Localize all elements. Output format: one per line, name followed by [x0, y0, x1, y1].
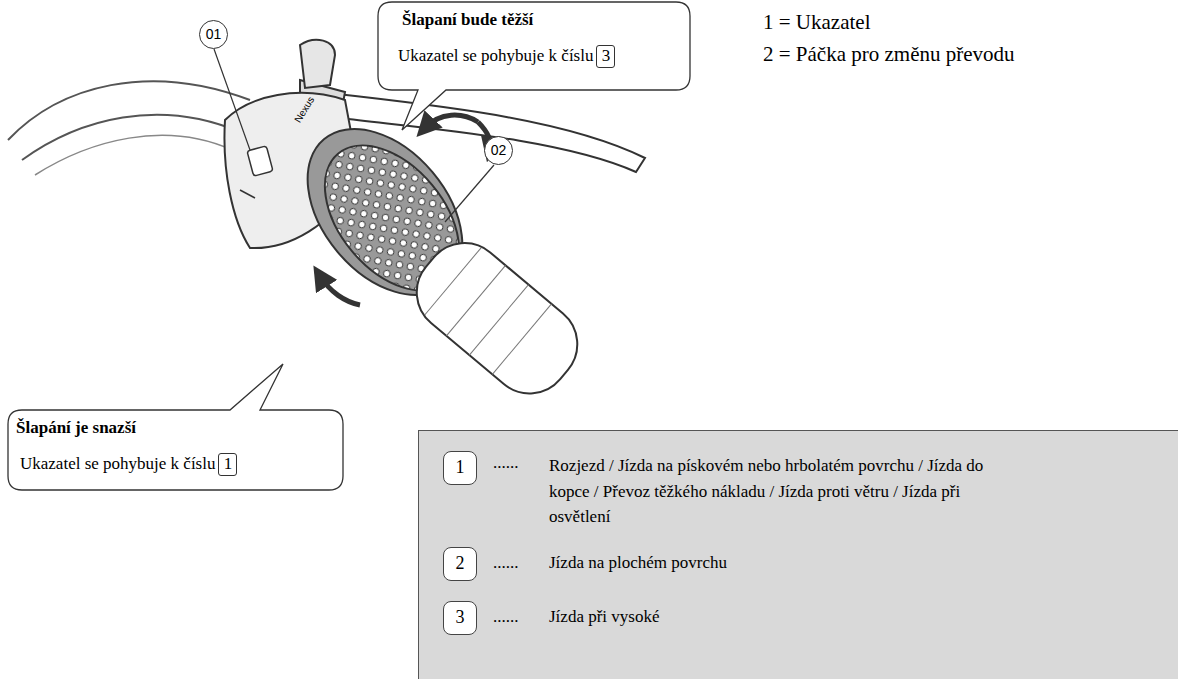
legend-line: 1 = Ukazatel: [763, 10, 870, 35]
gear-number-box: 3: [596, 45, 615, 68]
illustration-part: [300, 40, 335, 88]
gear-number: 2: [456, 553, 465, 575]
gear-number-box: 2: [443, 547, 477, 581]
gear-description: Jízda při vysoké: [549, 607, 659, 627]
gear-number: 1: [456, 457, 465, 479]
bubble-text: Ukazatel se pohybuje k číslu: [20, 454, 215, 474]
gear-number: 3: [456, 607, 465, 629]
gear-table-panel: ...... Rozjezd / Jízda na pískovém nebo h…: [418, 430, 1178, 679]
dot-leader: ......: [493, 453, 519, 473]
speech-bubble: Šlapání je snazšíUkazatel se pohybuje k …: [8, 410, 343, 490]
illustration-part: [8, 81, 250, 140]
callout-number: 01: [206, 26, 222, 43]
bubble-text: Ukazatel se pohybuje k číslu: [398, 46, 593, 66]
gear-number: 1: [224, 454, 233, 474]
gear-description: Jízda na plochém povrchu: [549, 553, 727, 573]
bubble-heading: Šlapaní bude těžší: [402, 10, 533, 30]
dot-leader: ......: [493, 553, 519, 573]
callout-number: 01: [199, 20, 228, 49]
gear-description: Rozjezd / Jízda na pískovém nebo hrbolat…: [549, 453, 1019, 530]
illustration-part: [400, 227, 593, 410]
illustration-part: [320, 276, 360, 305]
gear-number: 3: [602, 46, 611, 66]
illustration-part: [214, 49, 250, 150]
illustration-part: [400, 227, 593, 410]
illustration-part: [425, 115, 478, 128]
gear-number-box: 3: [443, 601, 477, 635]
dot-leader: ......: [493, 607, 519, 627]
bubble-outline: [378, 2, 690, 130]
speech-bubble: Šlapaní bude těžšíUkazatel se pohybuje k…: [378, 2, 690, 90]
illustration-part: [240, 190, 255, 198]
illustration-part: [445, 165, 494, 222]
illustration-part: [247, 146, 273, 176]
gear-number-box: 1: [443, 451, 477, 485]
illustration-part: [446, 265, 505, 335]
gear-number-box: 1: [218, 453, 237, 476]
callout-number: 02: [484, 136, 513, 165]
bubble-outline: [8, 364, 343, 490]
illustration-part: [469, 285, 528, 355]
bubble-heading: Šlapání je snazší: [16, 418, 136, 438]
legend-line: 2 = Páčka pro změnu převodu: [763, 42, 1015, 67]
illustration-part: [492, 304, 551, 374]
illustration-part: [35, 135, 232, 175]
callout-number: 02: [491, 142, 507, 159]
